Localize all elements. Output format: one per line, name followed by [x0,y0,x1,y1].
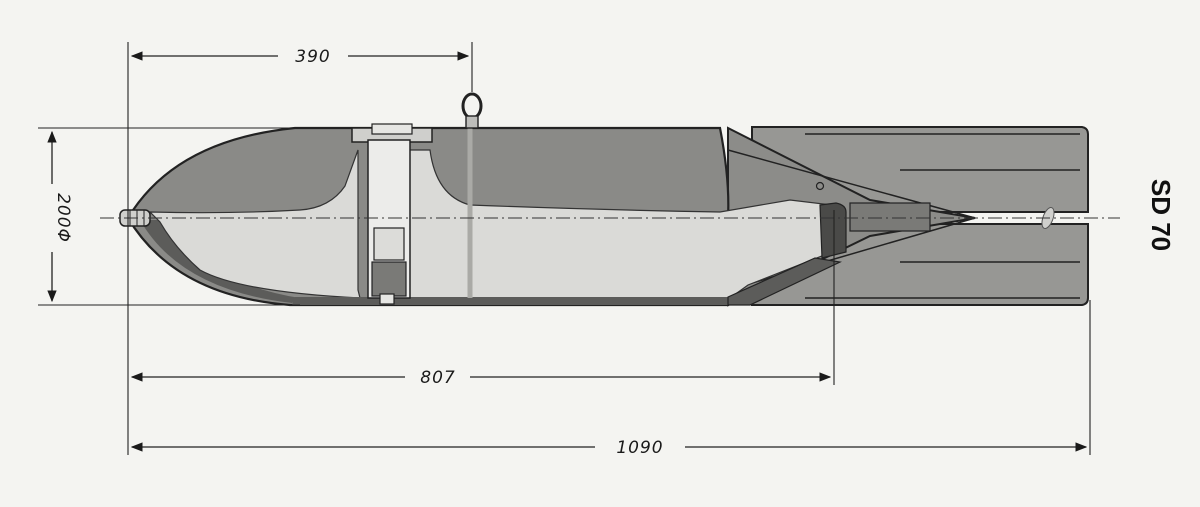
dimension-lines: 390 200Φ 807 1090 [38,42,1091,458]
aft-wall [727,257,842,306]
dim-390-label: 390 [295,47,330,67]
suspension-lug [461,92,483,129]
drawing-title: SD 70 [1146,179,1176,251]
dim-diameter-label: 200Φ [53,193,73,243]
dim-1090-label: 1090 [616,438,663,458]
fuze-pocket [351,123,433,305]
dim-807-label: 807 [420,368,455,388]
cutaway-interior [148,149,361,299]
aft-bulkhead [819,202,847,259]
bomb-casing [126,125,847,307]
